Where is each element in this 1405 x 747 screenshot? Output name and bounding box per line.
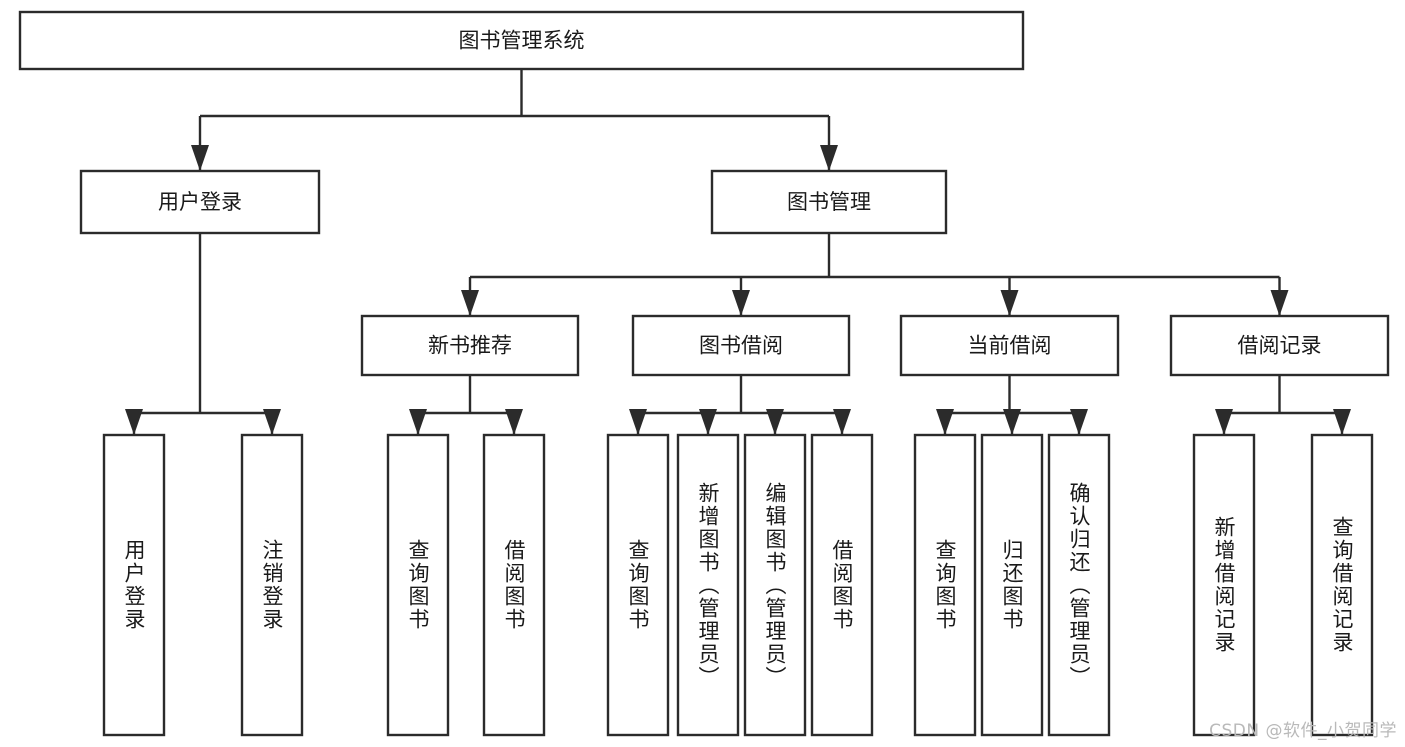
node-box-g4-confirm-return[interactable] [1047,433,1111,737]
node-box-root[interactable] [18,10,1025,71]
node-box-current-borrow[interactable] [899,314,1120,377]
connector-arrowhead-leaf-user-logout [263,409,281,435]
connector-arrowhead-g3-borrow-book [833,409,851,435]
node-box-g4-query-book[interactable] [913,433,977,737]
node-label-borrow-record: 借阅记录 [1238,334,1322,358]
node-box-leaf-user-logout[interactable] [240,433,304,737]
node-box-g2-borrow-book[interactable] [482,433,546,737]
node-box-g2-query-book[interactable] [386,433,450,737]
connector-arrowhead-borrow-record [1270,290,1289,316]
connector-arrowhead-g3-query-book [629,409,647,435]
connector-arrowhead-g3-edit-book [766,409,784,435]
connector-arrowhead-g5-query-record [1333,409,1351,435]
connector-arrowhead-g2-borrow-book [505,409,523,435]
connector-arrowhead-g4-query-book [936,409,954,435]
node-box-g3-borrow-book[interactable] [810,433,874,737]
node-box-leaf-user-login[interactable] [102,433,166,737]
box-layer [18,10,1390,737]
connector-arrowhead-g2-query-book [409,409,427,435]
connector-arrowhead-g3-add-book [699,409,717,435]
node-label-root: 图书管理系统 [459,29,585,53]
node-label-new-book-rec: 新书推荐 [428,334,512,358]
connector-arrowhead-current-borrow [1000,290,1019,316]
node-box-book-borrow[interactable] [631,314,851,377]
node-box-g5-query-record[interactable] [1310,433,1374,737]
node-box-borrow-record[interactable] [1169,314,1390,377]
node-box-g3-add-book[interactable] [676,433,740,737]
connector-layer [125,69,1351,435]
node-box-book-manage[interactable] [710,169,948,235]
node-label-book-borrow: 图书借阅 [699,334,783,358]
connector-arrowhead-book-borrow [732,290,750,316]
node-label-book-manage: 图书管理 [787,190,871,214]
connector-arrowhead-g4-confirm-return [1070,409,1088,435]
node-label-user-login: 用户登录 [158,190,242,214]
node-box-g3-query-book[interactable] [606,433,670,737]
node-box-new-book-rec[interactable] [360,314,580,377]
node-label-current-borrow: 当前借阅 [968,334,1052,358]
connector-arrowhead-new-book-rec [461,290,479,316]
connector-arrowhead-book-manage [820,145,838,171]
watermark-text: CSDN @软件_小贺同学 [1209,721,1397,741]
node-box-g4-return-book[interactable] [980,433,1044,737]
connector-arrowhead-user-login [191,145,209,171]
connector-arrowhead-g5-add-record [1215,409,1233,435]
node-box-g3-edit-book[interactable] [743,433,807,737]
connector-arrowhead-leaf-user-login [125,409,143,435]
node-box-g5-add-record[interactable] [1192,433,1256,737]
node-box-user-login[interactable] [79,169,321,235]
connector-arrowhead-g4-return-book [1003,409,1021,435]
